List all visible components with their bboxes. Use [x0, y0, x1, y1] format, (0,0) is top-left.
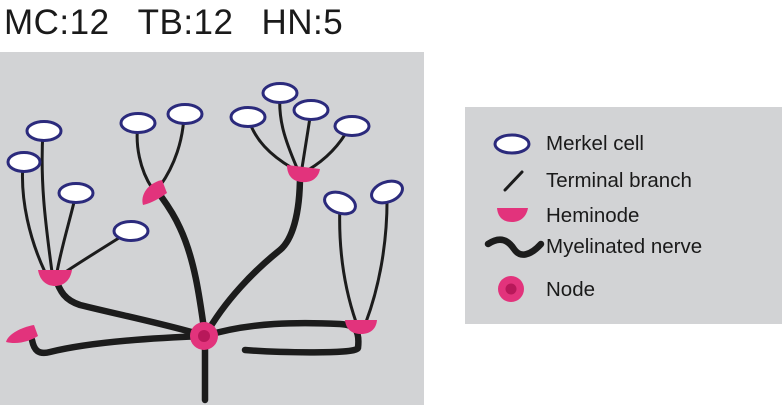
- legend-label-merkel-cell: Merkel cell: [546, 132, 644, 155]
- counts-header: MC:12 TB:12 HN:5: [4, 0, 343, 46]
- legend-label-node: Node: [546, 278, 596, 301]
- heminode-count: HN:5: [261, 3, 344, 42]
- diagram-panel: [0, 52, 424, 405]
- merkel-cell-count: MC:12: [4, 3, 110, 42]
- legend-label-myelinated-nerve: Myelinated nerve: [546, 235, 703, 258]
- terminal-branch-count: TB:12: [137, 3, 234, 42]
- legend-label-terminal-branch: Terminal branch: [546, 169, 692, 192]
- legend-label-heminode: Heminode: [546, 204, 640, 227]
